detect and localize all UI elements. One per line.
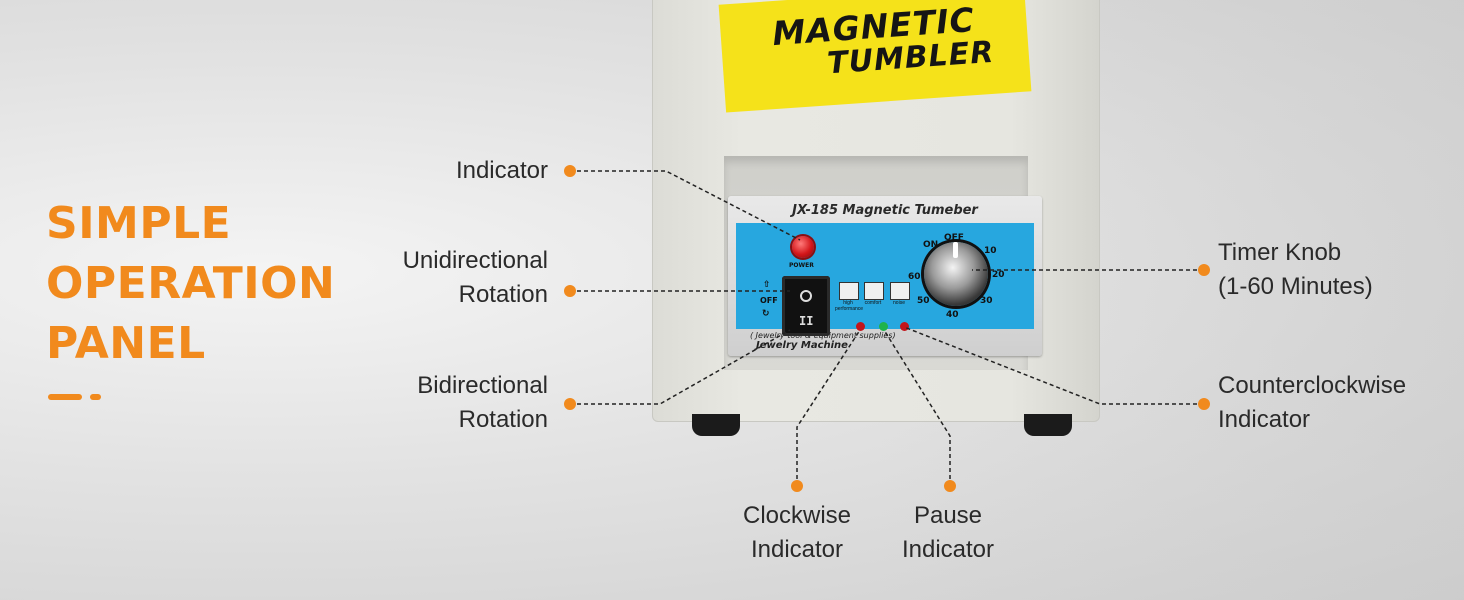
- callout-clockwise-line-1: Clockwise: [711, 499, 883, 533]
- leader-counterclockwise: [904, 327, 1204, 404]
- callout-clockwise: Clockwise Indicator: [711, 499, 883, 567]
- dot-bidirectional: [564, 398, 576, 410]
- dot-pause: [944, 480, 956, 492]
- callout-bidirectional: Bidirectional Rotation: [417, 369, 548, 437]
- callout-timer-line-2: (1-60 Minutes): [1218, 270, 1373, 304]
- leader-clockwise: [797, 330, 860, 486]
- callout-unidirectional-line-1: Unidirectional: [403, 244, 548, 278]
- callout-pause-line-2: Indicator: [874, 533, 1022, 567]
- callout-clockwise-line-2: Indicator: [711, 533, 883, 567]
- callout-timer-knob: Timer Knob (1-60 Minutes): [1218, 236, 1373, 304]
- callout-timer-line-1: Timer Knob: [1218, 236, 1373, 270]
- callout-counterclockwise-line-1: Counterclockwise: [1218, 369, 1406, 403]
- leader-pause: [884, 330, 950, 486]
- callout-unidirectional: Unidirectional Rotation: [403, 244, 548, 312]
- leader-bidirectional: [570, 330, 790, 404]
- callout-bidirectional-line-2: Rotation: [417, 403, 548, 437]
- callout-unidirectional-line-2: Rotation: [403, 278, 548, 312]
- dot-clockwise: [791, 480, 803, 492]
- dot-indicator: [564, 165, 576, 177]
- callout-bidirectional-line-1: Bidirectional: [417, 369, 548, 403]
- dot-timer: [1198, 264, 1210, 276]
- callout-pause: Pause Indicator: [874, 499, 1022, 567]
- dot-counterclockwise: [1198, 398, 1210, 410]
- callout-counterclockwise-line-2: Indicator: [1218, 403, 1406, 437]
- callout-pause-line-1: Pause: [874, 499, 1022, 533]
- callout-indicator: Indicator: [456, 154, 548, 188]
- callout-counterclockwise: Counterclockwise Indicator: [1218, 369, 1406, 437]
- leader-indicator: [570, 171, 800, 240]
- dot-unidirectional: [564, 285, 576, 297]
